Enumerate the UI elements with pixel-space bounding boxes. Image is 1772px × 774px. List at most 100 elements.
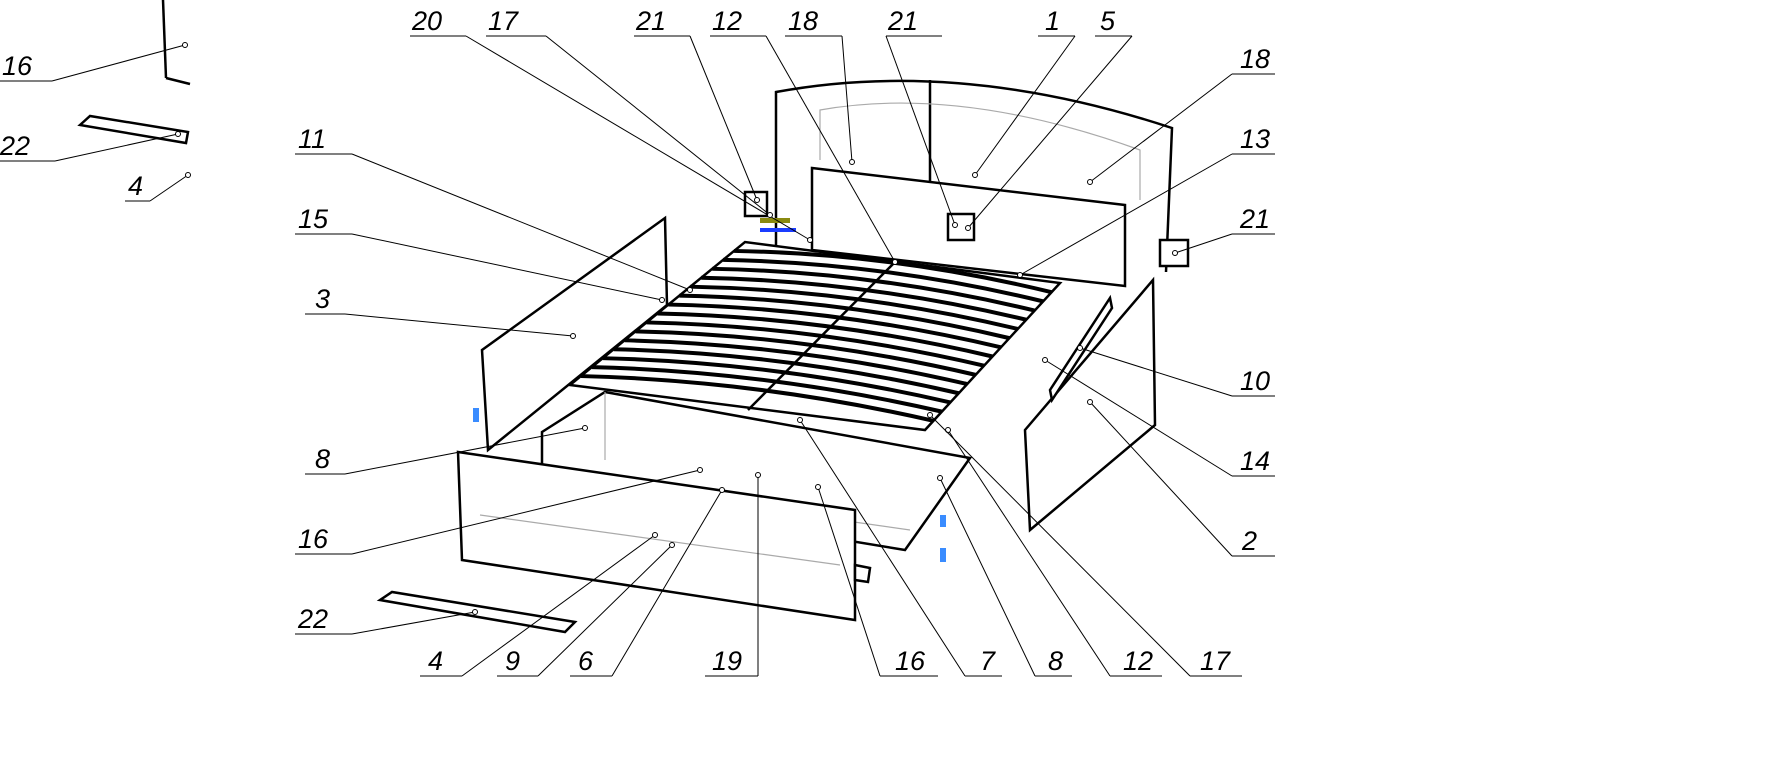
leader-line <box>1079 347 1233 397</box>
leader-dot <box>807 237 813 243</box>
leader-line <box>939 477 1036 677</box>
leader-line <box>545 35 771 216</box>
slat <box>635 329 977 377</box>
leader-line <box>765 35 896 263</box>
callout-number: 6 <box>578 646 594 676</box>
leader-line <box>351 611 476 635</box>
callout-4: 4 <box>420 532 658 677</box>
leader-line <box>841 35 853 163</box>
leader-dot <box>797 417 803 423</box>
callout-18: 18 <box>785 6 855 165</box>
slat <box>712 266 1036 313</box>
callout-number: 19 <box>712 646 742 676</box>
callout-4: 4 <box>125 171 191 202</box>
leader-dot <box>1017 272 1023 278</box>
callout-6: 6 <box>570 487 725 677</box>
slat <box>591 365 943 414</box>
leader-dot <box>652 532 658 538</box>
partial-panel-edge <box>161 0 168 79</box>
leader-line <box>1174 233 1233 254</box>
leader-dot <box>1077 345 1083 351</box>
slat <box>624 338 968 387</box>
leader-dot <box>815 484 821 490</box>
leader-dot <box>719 487 725 493</box>
callout-3: 3 <box>305 284 576 339</box>
leader-line <box>947 429 1111 677</box>
leader-dot <box>669 542 675 548</box>
leader-dot <box>697 467 703 473</box>
slat <box>690 284 1019 331</box>
leader-line <box>1089 401 1233 557</box>
leader-line <box>351 153 691 291</box>
callout-number: 1 <box>1045 6 1060 36</box>
leader-dot <box>927 412 933 418</box>
callout-14: 14 <box>1042 357 1275 477</box>
callout-number: 4 <box>128 171 143 201</box>
callout-number: 7 <box>980 646 996 676</box>
callout-5: 5 <box>965 6 1133 231</box>
leader-dot <box>1172 250 1178 256</box>
callout-1: 1 <box>972 6 1076 178</box>
leader-dot <box>892 259 898 265</box>
leader-line <box>537 544 673 677</box>
leader-line <box>1089 73 1233 183</box>
callout-number: 10 <box>1240 366 1270 396</box>
callout-number: 11 <box>298 124 326 154</box>
leader-dot <box>687 287 693 293</box>
callout-17: 17 <box>927 412 1242 677</box>
callout-13: 13 <box>1017 124 1275 278</box>
callout-number: 12 <box>712 6 742 36</box>
callout-16: 16 <box>0 42 188 82</box>
leader-dot <box>754 197 760 203</box>
leader-dot <box>972 172 978 178</box>
callout-number: 16 <box>2 51 33 81</box>
leader-line <box>351 233 663 301</box>
slat <box>613 347 960 396</box>
partial-left-view <box>77 0 191 145</box>
callout-number: 18 <box>1240 44 1270 74</box>
callout-number: 15 <box>298 204 329 234</box>
callout-19: 19 <box>705 472 761 677</box>
callout-10: 10 <box>1077 345 1275 397</box>
leader-dot <box>1042 357 1048 363</box>
leader-line <box>929 414 1191 677</box>
leader-line <box>51 44 186 82</box>
leader-dot <box>937 475 943 481</box>
leader-dot <box>767 212 773 218</box>
callout-number: 8 <box>315 444 330 474</box>
callout-number: 22 <box>297 604 328 634</box>
callout-number: 16 <box>298 524 329 554</box>
leader-dot <box>582 425 588 431</box>
leader-line <box>1019 153 1233 276</box>
slat <box>580 374 934 423</box>
callout-2: 2 <box>1087 399 1275 557</box>
slat <box>646 320 985 368</box>
callout-22: 22 <box>295 604 478 635</box>
leader-dot <box>570 333 576 339</box>
callout-21: 21 <box>885 6 958 228</box>
bracket-16 <box>853 563 872 584</box>
leader-line <box>351 469 701 555</box>
leader-dot <box>965 225 971 231</box>
slat <box>657 311 993 359</box>
partial-slat-22 <box>77 114 190 145</box>
slat <box>602 356 951 405</box>
callout-number: 17 <box>488 6 519 36</box>
callout-7: 7 <box>797 417 1002 677</box>
callout-11: 11 <box>295 124 693 293</box>
callout-number: 12 <box>1123 646 1153 676</box>
callout-22: 22 <box>0 131 181 162</box>
callout-8: 8 <box>305 425 588 475</box>
leader-line <box>465 35 811 241</box>
leader-line <box>967 35 1133 229</box>
callout-17: 17 <box>486 6 773 218</box>
callout-number: 8 <box>1048 646 1063 676</box>
callout-number: 3 <box>315 284 330 314</box>
callout-21: 21 <box>634 6 760 203</box>
leader-line <box>611 489 723 677</box>
callout-number: 22 <box>0 131 30 161</box>
callout-number: 17 <box>1200 646 1231 676</box>
leader-line <box>344 313 574 337</box>
leader-dot <box>182 42 188 48</box>
